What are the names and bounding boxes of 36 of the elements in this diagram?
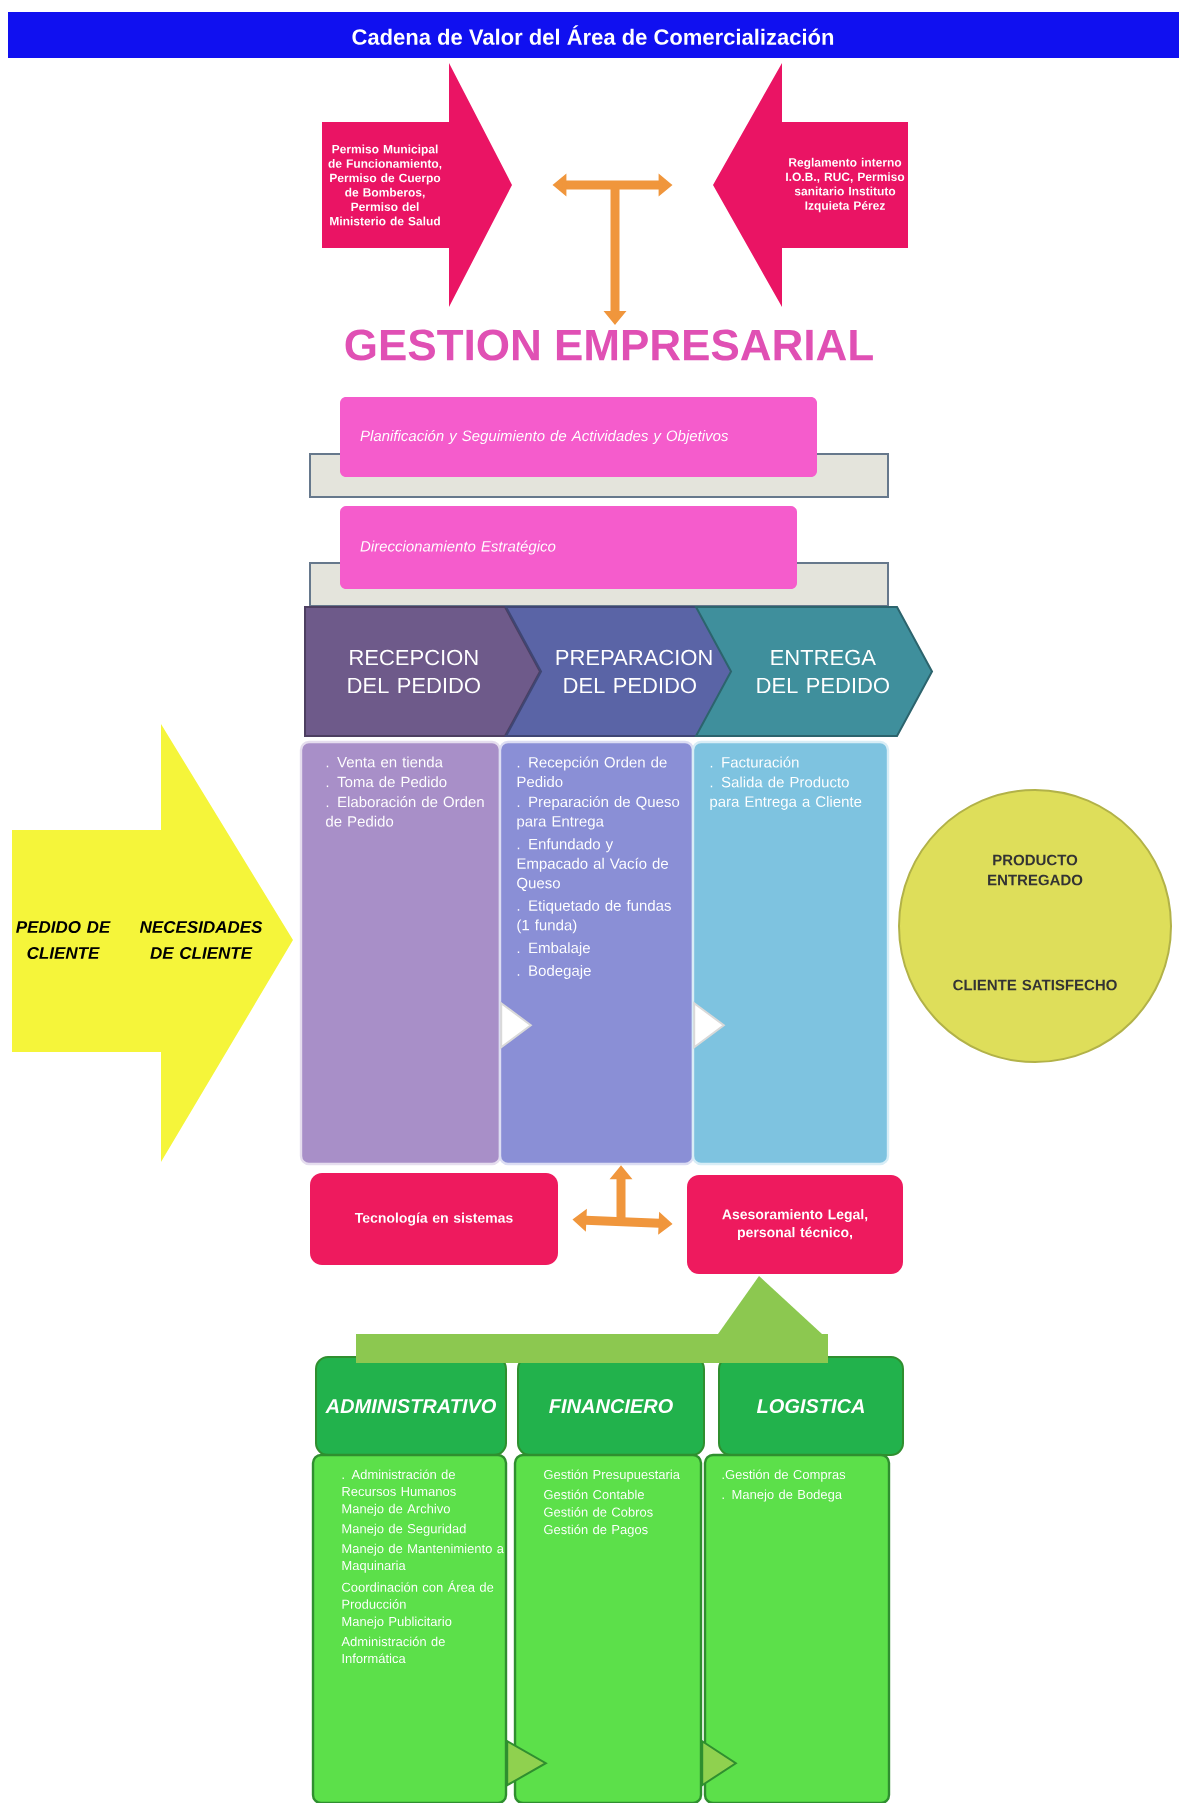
list-item: . Elaboración de Orden de Pedido xyxy=(326,796,484,827)
list-item: Gestión de Pagos xyxy=(544,1524,648,1537)
title-bar: Cadena de Valor del Área de Comercialización xyxy=(8,12,1179,58)
list-item: Manejo de Archivo xyxy=(342,1503,450,1516)
list-item: Gestión de Cobros xyxy=(544,1507,653,1517)
list-item: . Etiquetado de fundas (1 funda) xyxy=(517,899,671,934)
chevron-header: PREPARACION DEL PEDIDO xyxy=(504,606,738,737)
support-box: Asesoramiento Legal, personal técnico, xyxy=(687,1175,903,1274)
list-item: Gestión Contable xyxy=(544,1489,644,1500)
list-item: Manejo Publicitario xyxy=(342,1616,452,1629)
list-item: Gestión Presupuestaria xyxy=(544,1469,680,1482)
banner-box: Direccionamiento Estratégico xyxy=(340,506,797,589)
list-item: .Gestión de Compras xyxy=(722,1469,846,1482)
banner-box: Planificación y Seguimiento de Actividades y Objetivos xyxy=(340,397,817,477)
list-item: . Embalaje xyxy=(517,942,590,957)
list-item: Manejo de Mantenimiento a Maquinaria xyxy=(342,1543,504,1573)
list-item: . Administración de Recursos Humanos xyxy=(342,1469,456,1496)
list-item: . Manejo de Bodega xyxy=(722,1489,843,1502)
chevron-header: RECEPCION DEL PEDIDO xyxy=(304,606,542,737)
list-item: . Preparación de Queso para Entrega xyxy=(517,795,680,830)
category-header: FINANCIERO xyxy=(517,1356,705,1456)
list-item: . Bodegaje xyxy=(517,964,591,979)
list-item: Coordinación con Área de Producción xyxy=(342,1580,494,1609)
list-item: Manejo de Seguridad xyxy=(342,1523,466,1536)
list-item: . Venta en tienda xyxy=(326,756,443,768)
callout-band xyxy=(356,1276,828,1363)
list-item: . Recepción Orden de Pedido xyxy=(517,756,667,788)
category-header: ADMINISTRATIVO xyxy=(315,1356,507,1456)
list-item: . Salida de Producto para Entrega a Cliente xyxy=(710,776,862,810)
heading-text: GESTION EMPRESARIAL xyxy=(345,329,873,361)
list-item: Administración de Informática xyxy=(341,1636,445,1664)
list-item: . Toma de Pedido xyxy=(326,776,447,788)
list-item: . Enfundado y Empacado al Vacío de Queso xyxy=(517,838,669,892)
category-header: LOGISTICA xyxy=(718,1356,904,1456)
support-box: Tecnología en sistemas xyxy=(310,1173,558,1265)
list-item: . Facturación xyxy=(710,756,799,768)
